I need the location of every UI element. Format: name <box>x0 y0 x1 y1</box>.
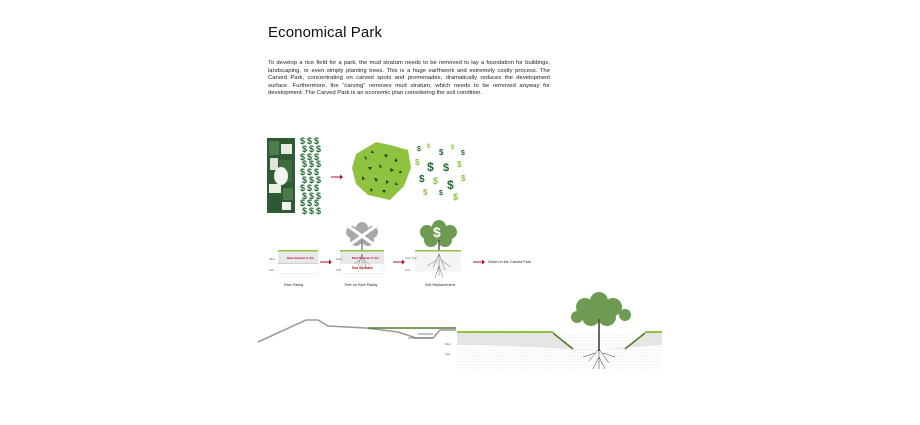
site-section-profile <box>257 319 456 343</box>
dollar-icon: $ <box>461 174 466 183</box>
not-suitable-tag: Not Suitable <box>352 266 373 270</box>
dollar-icon: $ <box>309 159 315 170</box>
dollar-icon: $ <box>302 190 308 201</box>
dollar-icon: $ <box>453 192 459 202</box>
carved-park-detail-section <box>457 292 662 370</box>
dollar-icon: $ <box>307 182 313 193</box>
dollar-icon: $ <box>307 151 313 162</box>
mud-label: Mud <box>269 257 275 261</box>
dollar-icon: $ <box>443 162 450 174</box>
caption-tree-on-paddy: Tree on Rice Paddy <box>344 283 378 287</box>
mud-label: Mud <box>445 342 451 346</box>
dollar-icon: $ <box>316 206 322 217</box>
aerial-photo <box>267 138 295 213</box>
tree-on-paddy-section <box>339 222 385 274</box>
dollar-icon: $ <box>451 145 455 151</box>
mud-depth-tag: Mud Stratum 3~5m <box>352 256 379 260</box>
page-title: Economical Park <box>268 24 383 41</box>
dollar-icon: $ <box>309 190 315 201</box>
soil-label: Soil <box>336 268 342 272</box>
dollar-icon: $ <box>307 167 313 178</box>
soil-label: Soil <box>405 268 411 272</box>
arrow-icon <box>473 259 485 265</box>
dollar-icon: $ <box>300 151 306 162</box>
result-label: Green in the Carved Park <box>488 260 532 264</box>
soil-replacement-section <box>415 220 461 279</box>
new-soil-label: New Soil <box>405 256 417 260</box>
arrow-icon <box>320 259 332 265</box>
dollar-icon: $ <box>419 174 425 185</box>
dollar-icon: $ <box>316 175 322 185</box>
dollar-icon: $ <box>457 160 462 169</box>
dollar-icon: $ <box>300 198 306 209</box>
dollar-icon: $ <box>417 146 421 153</box>
dollar-icon: $ <box>415 158 420 167</box>
dollar-icon: $ <box>316 143 322 154</box>
mud-label: Mud <box>336 257 342 261</box>
intro-paragraph: To develop a rice field for a park, the … <box>268 60 550 97</box>
dollar-icon: $ <box>302 159 308 170</box>
dollar-scatter: $$$$$$$$$$$$$$$$ <box>413 142 471 206</box>
mud-depth-tag: Mud Stratum 3~5m <box>287 256 314 260</box>
dollar-icon: $ <box>309 143 315 154</box>
dollar-column: $$$$$$$$$$$$$$$$$$$$$$$$$$$$$$ <box>300 136 324 216</box>
dollar-icon: $ <box>439 148 444 157</box>
caption-soil-replacement: Soil Replacement <box>425 283 455 287</box>
soil-label: Soil <box>269 268 275 272</box>
dollar-icon: $ <box>447 178 454 192</box>
dollar-icon: $ <box>309 175 315 185</box>
soil-label: Soil <box>445 352 451 356</box>
dollar-icon: $ <box>314 151 320 162</box>
dollar-icon: $ <box>461 150 465 157</box>
dollar-icon: $ <box>307 198 313 209</box>
arrow-icon <box>331 174 343 180</box>
dollar-icon: $ <box>423 188 428 197</box>
dollar-icon: $ <box>314 182 320 193</box>
dollar-icon: $ <box>427 160 434 174</box>
dollar-icon: $ <box>300 167 306 178</box>
dollar-icon: $ <box>307 136 313 146</box>
dollar-icon: $ <box>439 190 443 197</box>
dollar-icon: $ <box>314 167 320 178</box>
dollar-icon: $ <box>309 206 315 217</box>
caption-rice-paddy: Rice Paddy <box>284 283 304 287</box>
dollar-icon: $ <box>314 198 320 209</box>
carved-park-plan <box>352 142 411 200</box>
dollar-icon: $ <box>300 136 306 146</box>
dollar-icon: $ <box>427 144 431 150</box>
dollar-icon: $ <box>316 190 322 201</box>
dollar-icon: $ <box>300 182 306 193</box>
dollar-icon: $ <box>433 176 439 186</box>
dollar-icon: $ <box>302 143 308 154</box>
rice-paddy-section <box>277 250 319 274</box>
dollar-icon: $ <box>302 206 308 217</box>
dollar-icon: $ <box>302 175 308 185</box>
dollar-icon: $ <box>433 224 441 240</box>
arrow-icon <box>393 259 405 265</box>
dollar-icon: $ <box>314 136 320 146</box>
dollar-icon: $ <box>316 159 322 170</box>
